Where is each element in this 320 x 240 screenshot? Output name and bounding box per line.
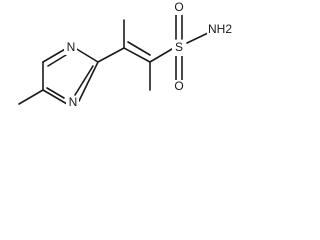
atom-n-top: N [67,40,76,54]
atoms: N N S O O NH2 [64,0,233,110]
chemical-structure: N N S O O NH2 [18,0,233,110]
atom-sulfur: S [175,40,183,54]
atom-oxygen-top: O [174,0,183,14]
bond-ring-c4-n3 [42,47,68,63]
bond-ring-c2-n1 [78,61,99,102]
bond-ring-c2-n1-double [74,65,94,96]
atom-oxygen-bottom: O [174,79,183,93]
bond-sulfur-amine [186,32,209,44]
bond-ring-n3-c2 [74,47,99,63]
atom-n-bottom: N [69,95,78,109]
bond-ring-c6-c5-double [46,87,65,99]
bond-carbon-sulfur [149,48,173,63]
bond-ring-c6-c5 [42,89,68,105]
bonds [18,13,209,105]
bond-alkene-double [127,41,151,56]
bond-methyl-pyrimidine [18,89,44,105]
bond-ring-alkene [97,47,125,63]
atom-amine: NH2 [208,22,232,36]
bond-ring-c4-n3-double [47,54,67,67]
bond-alkene [123,47,151,63]
